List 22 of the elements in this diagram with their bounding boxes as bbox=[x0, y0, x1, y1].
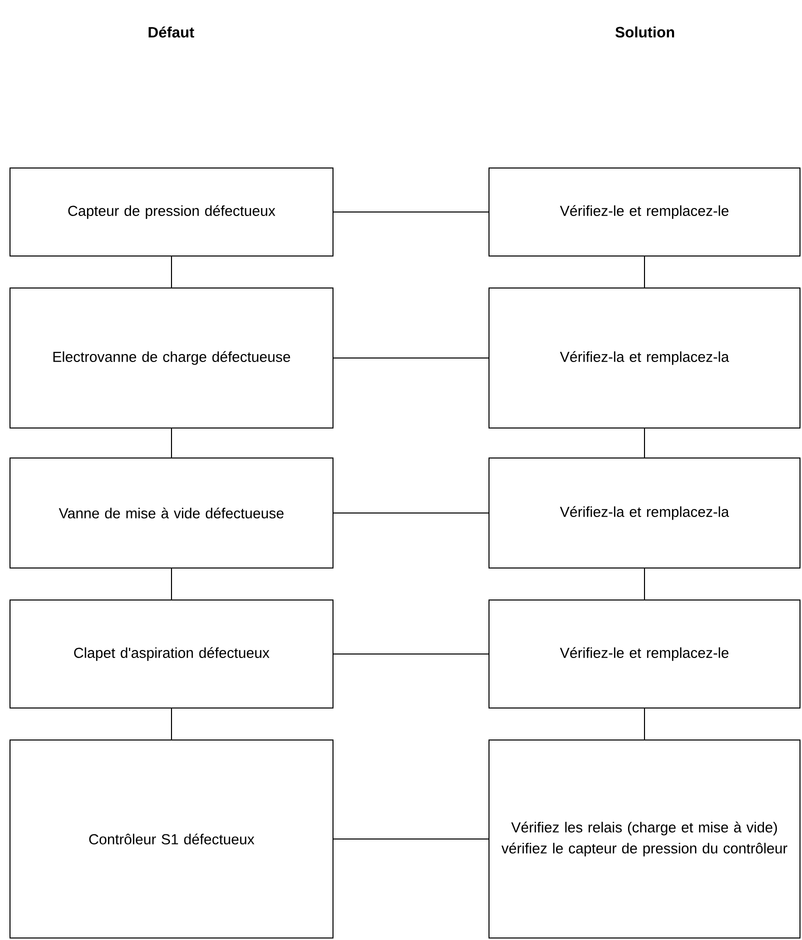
column-heading: Solution bbox=[615, 26, 674, 38]
process-box: Vérifiez-le et remplacez-le bbox=[488, 168, 800, 256]
process-box: Vérifiez-la et remplacez-la bbox=[488, 458, 800, 568]
connector-line bbox=[644, 568, 645, 600]
connector-line bbox=[644, 256, 645, 288]
process-box: Vérifiez-la et remplacez-la bbox=[488, 288, 800, 428]
column-heading: Défaut bbox=[148, 26, 194, 38]
connector-line bbox=[644, 428, 645, 458]
connector-line bbox=[644, 708, 645, 740]
connector-line bbox=[333, 512, 489, 514]
process-box: Clapet d'aspiration défectueux bbox=[10, 600, 334, 708]
process-box: Capteur de pression défectueux bbox=[10, 168, 334, 256]
process-box: Vérifiez les relais (charge et mise à vide) vérifiez le capteur de pression du contrôleur bbox=[488, 740, 800, 938]
process-box: Vérifiez-le et remplacez-le bbox=[488, 600, 800, 708]
connector-line bbox=[333, 838, 489, 840]
process-box: Contrôleur S1 défectueux bbox=[10, 740, 334, 938]
connector-line bbox=[171, 256, 172, 288]
connector-line bbox=[171, 708, 172, 740]
connector-line bbox=[171, 428, 172, 458]
connector-line bbox=[171, 568, 172, 600]
process-box: Electrovanne de charge défectueuse bbox=[10, 288, 334, 428]
process-box: Vanne de mise à vide défectueuse bbox=[10, 458, 334, 568]
